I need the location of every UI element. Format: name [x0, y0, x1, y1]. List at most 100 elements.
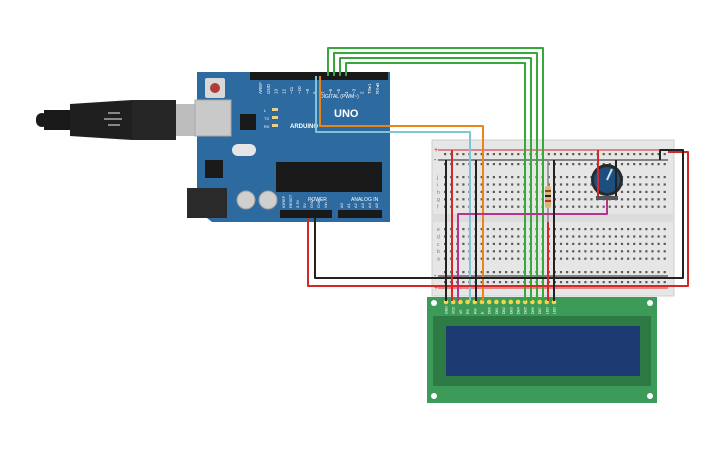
breadboard-hole [474, 153, 477, 156]
breadboard-hole [596, 228, 599, 231]
breadboard-hole [651, 190, 654, 193]
breadboard-hole [602, 281, 605, 284]
breadboard-hole [505, 235, 508, 238]
breadboard-hole [511, 242, 514, 245]
breadboard-hole [663, 271, 666, 274]
power-pin-label: IOREF [281, 195, 286, 208]
lcd-pin [465, 299, 470, 305]
digital-header-label: DIGITAL (PWM~) [320, 94, 359, 100]
breadboard-hole [511, 190, 514, 193]
power-pin-label: 5V [302, 203, 307, 208]
breadboard-row-label: c [437, 242, 440, 248]
breadboard-hole [639, 190, 642, 193]
breadboard-hole [645, 235, 648, 238]
breadboard-hole [498, 183, 502, 186]
breadboard-hole [596, 257, 599, 260]
rail-minus-bottom: - [434, 273, 437, 280]
breadboard-hole [627, 250, 630, 253]
breadboard-hole [584, 242, 587, 245]
breadboard-hole [590, 183, 593, 186]
rail-minus-top: - [434, 157, 437, 164]
breadboard-hole [480, 176, 483, 179]
breadboard-hole [572, 257, 575, 260]
breadboard-hole [578, 205, 581, 208]
breadboard-hole [462, 190, 465, 193]
breadboard-hole [620, 228, 624, 231]
breadboard-hole [620, 242, 624, 245]
breadboard-hole [486, 163, 489, 166]
breadboard-hole [559, 242, 563, 245]
breadboard-row-label: b [437, 249, 440, 255]
arduino-logo-text: ARDUINO [290, 124, 318, 130]
breadboard-hole [572, 153, 575, 156]
breadboard-hole [645, 176, 648, 179]
analog-pin-label: A0 [339, 202, 344, 208]
breadboard-hole [596, 271, 599, 274]
breadboard-hole [566, 198, 569, 201]
lcd-pin-label: DB4 [517, 307, 521, 314]
breadboard-hole [627, 190, 630, 193]
digital-pin-label: AREF [258, 82, 263, 94]
breadboard-hole [602, 153, 605, 156]
breadboard-hole [578, 163, 581, 166]
breadboard-hole [627, 198, 630, 201]
lcd-pin-label: DB1 [495, 307, 499, 314]
breadboard-hole [620, 271, 624, 274]
breadboard-hole [633, 250, 636, 253]
breadboard-hole [657, 190, 660, 193]
breadboard-hole [584, 271, 587, 274]
breadboard-hole [511, 153, 514, 156]
breadboard-hole [505, 183, 508, 186]
breadboard-hole [639, 153, 642, 156]
breadboard-hole [639, 250, 642, 253]
breadboard-hole [480, 250, 483, 253]
breadboard-hole [456, 183, 459, 186]
breadboard-hole [663, 228, 666, 231]
breadboard-hole [547, 153, 550, 156]
breadboard-hole [602, 228, 605, 231]
lcd-pin-label: RS [466, 308, 470, 314]
breadboard-hole [511, 257, 514, 260]
breadboard-hole [657, 281, 660, 284]
breadboard-hole [602, 163, 605, 166]
breadboard-hole [657, 163, 660, 166]
breadboard-hole [639, 271, 642, 274]
breadboard-hole [657, 176, 660, 179]
breadboard-hole [498, 190, 502, 193]
breadboard-hole [639, 235, 642, 238]
breadboard-hole [462, 281, 465, 284]
breadboard-hole [572, 183, 575, 186]
breadboard-hole [584, 163, 587, 166]
breadboard-hole [651, 176, 654, 179]
breadboard-hole [639, 257, 642, 260]
breadboard-hole [486, 198, 489, 201]
breadboard-hole [578, 183, 581, 186]
breadboard-hole [511, 235, 514, 238]
lcd-pin [515, 299, 521, 305]
breadboard-hole [633, 153, 636, 156]
lcd-pin [494, 299, 499, 305]
breadboard-hole [566, 190, 569, 193]
breadboard-hole [596, 205, 599, 208]
breadboard-hole [620, 235, 624, 238]
breadboard-hole [517, 176, 520, 179]
wire-d4-db5 [339, 57, 532, 301]
breadboard-hole [498, 257, 502, 260]
status-led [272, 116, 278, 119]
breadboard-hole [633, 242, 636, 245]
status-led-label: RX [264, 124, 270, 129]
breadboard-hole [505, 281, 508, 284]
breadboard-hole [486, 190, 489, 193]
breadboard-hole [462, 163, 465, 166]
breadboard-hole [645, 281, 648, 284]
breadboard-hole [492, 153, 495, 156]
digital-pin-label: RX◂0 [375, 82, 380, 94]
breadboard-hole [572, 228, 575, 231]
breadboard-hole [590, 250, 593, 253]
power-header-label: POWER [308, 197, 327, 203]
breadboard-hole [645, 250, 648, 253]
breadboard-hole [645, 257, 648, 260]
breadboard-hole [505, 198, 508, 201]
lcd-pin [486, 299, 492, 305]
breadboard-hole [614, 228, 617, 231]
